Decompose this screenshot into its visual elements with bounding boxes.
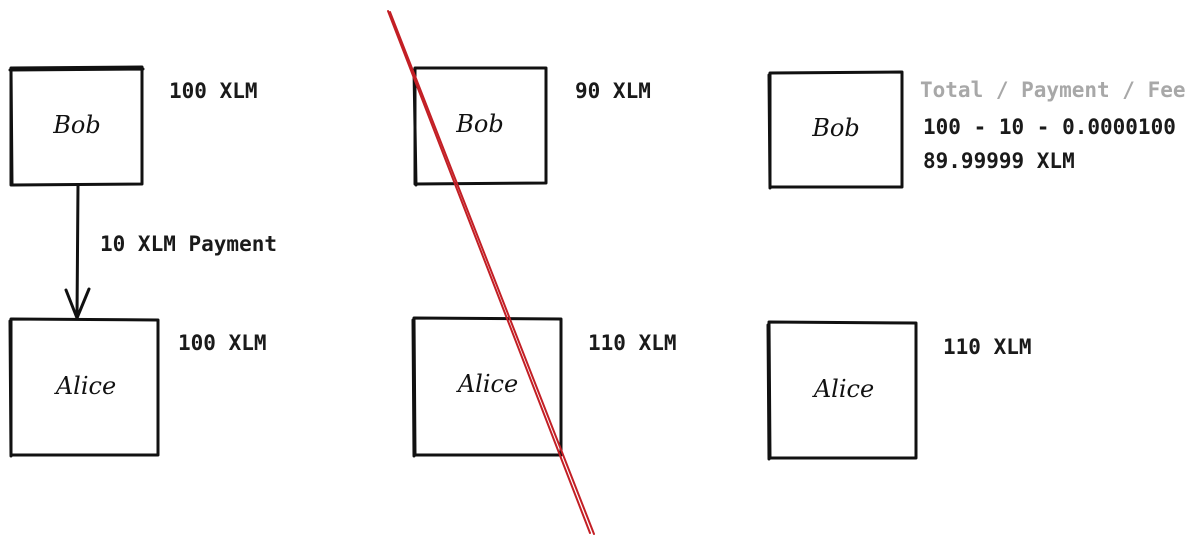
bob-box: Bob [412,66,548,187]
alice-box: Alice [766,320,918,461]
alice-label: Alice [456,370,518,398]
alice-label: Alice [812,375,874,403]
bob-balance: 100 XLM [169,79,258,103]
payment-label: 10 XLM Payment [100,232,277,256]
bob-balance: 90 XLM [575,79,651,103]
alice-box: Alice [8,317,160,458]
alice-balance: 100 XLM [178,331,267,355]
alice-label: Alice [54,372,116,400]
formula-header: Total / Payment / Fee [920,78,1186,102]
bob-box: Bob [767,70,904,190]
strike-through-line [387,10,595,535]
fee-formula: 100 - 10 - 0.0000100 [923,115,1176,139]
alice-balance: 110 XLM [943,335,1032,359]
alice-box: Alice [411,316,563,458]
bob-resulting-balance: 89.99999 XLM [923,149,1075,173]
panel-initial-payment: Bob 100 XLM 10 XLM Payment Alice 100 XLM [8,65,277,458]
bob-label: Bob [52,111,100,139]
panel-no-fee-result: Bob 90 XLM Alice 110 XLM [387,10,677,535]
payment-arrow [64,183,91,320]
bob-label: Bob [811,114,859,142]
panel-with-fee: Bob Total / Payment / Fee 100 - 10 - 0.0… [766,70,1186,461]
alice-balance: 110 XLM [588,331,677,355]
bob-label: Bob [455,110,503,138]
bob-box: Bob [8,65,145,187]
